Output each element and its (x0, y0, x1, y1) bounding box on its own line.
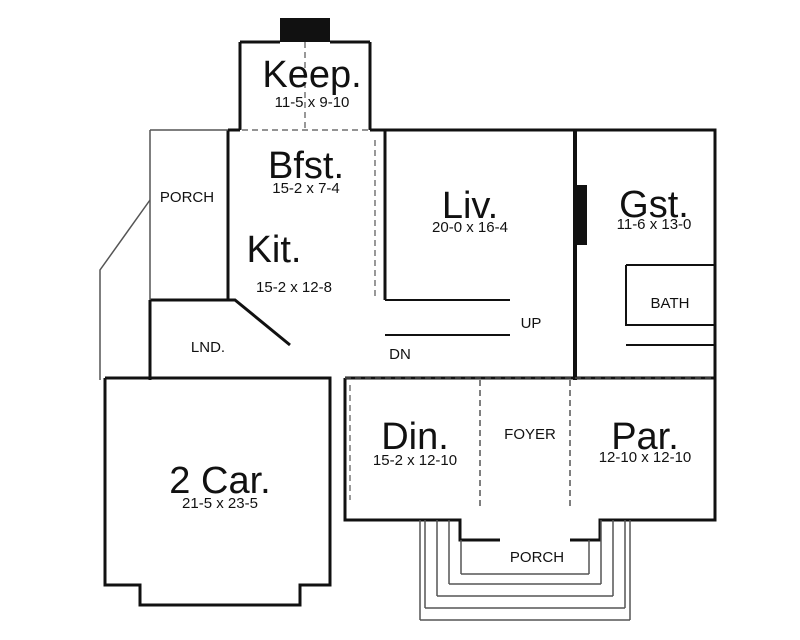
room-name-keep: Keep. (262, 54, 362, 96)
label-stairs-up: UP (520, 315, 542, 332)
room-name-bfst: Bfst. (267, 145, 345, 187)
laundry-walls (148, 298, 330, 380)
stair-walls (385, 299, 510, 336)
room-dims-keep: 11-5 x 9-10 (274, 94, 350, 111)
fireplace-liv (573, 185, 587, 245)
bath-walls (625, 264, 715, 346)
room-dims-liv: 20-0 x 16-4 (432, 219, 508, 236)
room-name-liv: Liv. (441, 185, 499, 227)
room-name-garage: 2 Car. (169, 460, 271, 502)
keep-walls (238, 40, 372, 130)
room-dims-gst: 11-6 x 13-0 (616, 216, 692, 233)
main-top-wall (385, 128, 717, 378)
room-name-din: Din. (381, 416, 449, 458)
room-dims-bfst: 15-2 x 7-4 (272, 180, 340, 197)
room-name-gst: Gst. (619, 184, 689, 226)
room-name-par: Par. (611, 416, 679, 458)
garage-walls (103, 376, 332, 607)
label-laundry: LND. (190, 339, 226, 356)
label-bath: BATH (650, 295, 690, 312)
label-side-porch: PORCH (159, 189, 215, 206)
fireplace-keep (280, 18, 330, 42)
label-foyer: FOYER (504, 426, 556, 443)
label-stairs-down: DN (389, 346, 411, 363)
room-dims-din: 15-2 x 12-10 (372, 452, 458, 469)
side-porch (149, 129, 228, 300)
label-front-porch: PORCH (509, 549, 565, 566)
room-name-kit: Kit. (246, 229, 302, 271)
room-dims-par: 12-10 x 12-10 (598, 449, 692, 466)
room-dims-garage: 21-5 x 23-5 (182, 495, 258, 512)
room-dims-kit: 15-2 x 12-8 (256, 279, 332, 296)
